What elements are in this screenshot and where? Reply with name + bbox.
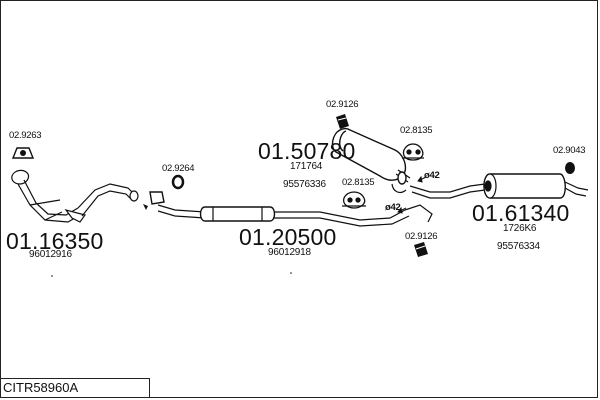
front-downpipe — [11, 169, 139, 223]
clamp-02-9126-top — [336, 114, 349, 129]
part-number-01-50780: 01.50780 — [258, 138, 356, 164]
gasket-02-9263 — [11, 147, 35, 159]
ref-number-1726K6: 1726K6 — [503, 223, 537, 234]
part-number-01-61340: 01.61340 — [472, 200, 570, 226]
diagram-title: CITR58960A — [3, 380, 79, 395]
diameter-label-upper: ø42 — [424, 170, 440, 181]
rear-silencer — [409, 173, 589, 199]
ring-02-9264 — [171, 174, 185, 190]
accessory-label-02-8135-mid: 02.8135 — [342, 177, 375, 188]
hanger-02-8135-top — [402, 143, 424, 161]
ref-number-96012916: 96012916 — [29, 249, 72, 260]
ref-number-95576334: 95576334 — [497, 241, 540, 252]
clamp-02-9043 — [565, 162, 575, 174]
central-silencer — [331, 127, 411, 194]
hanger-02-8135-mid — [342, 191, 366, 209]
marker-dot — [290, 272, 292, 274]
accessory-label-02-9043: 02.9043 — [553, 145, 586, 156]
part-number-01-20500: 01.20500 — [239, 224, 337, 250]
accessory-label-02-9263: 02.9263 — [9, 130, 42, 141]
accessory-label-02-8135-top: 02.8135 — [400, 125, 433, 136]
title-box — [0, 378, 150, 398]
ref-number-171764: 171764 — [290, 161, 323, 172]
accessory-label-02-9264: 02.9264 — [162, 163, 195, 174]
ref-number-96012918: 96012918 — [268, 247, 311, 258]
accessory-label-02-9126-bottom: 02.9126 — [405, 231, 438, 242]
diameter-arrows — [397, 175, 427, 214]
part-number-01-16350: 01.16350 — [6, 228, 104, 254]
flange-connector — [143, 191, 165, 210]
middle-pipe-silencer — [157, 204, 433, 227]
clamp-02-9126-bottom — [414, 242, 428, 257]
ref-number-95576336: 95576336 — [283, 179, 326, 190]
diameter-label-lower: ø42 — [385, 202, 401, 213]
marker-dot — [51, 275, 53, 277]
accessory-label-02-9126-top: 02.9126 — [326, 99, 359, 110]
